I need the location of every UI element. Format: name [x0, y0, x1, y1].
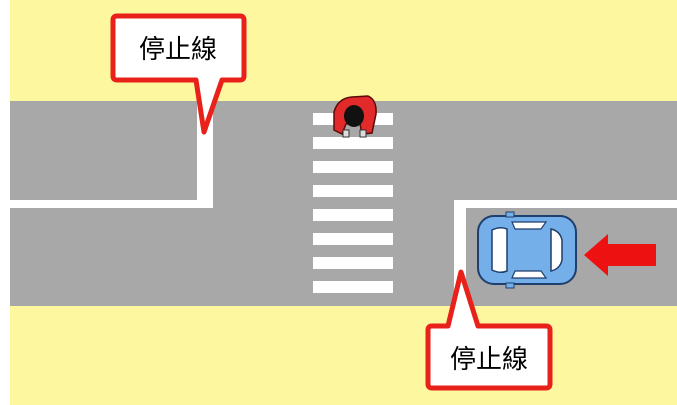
crosswalk-stripe [313, 233, 393, 245]
car-rear-window [550, 228, 563, 272]
crosswalk-stripe [313, 161, 393, 173]
arrow-left-icon [584, 234, 656, 276]
crosswalk-stripe [313, 281, 393, 293]
car-side-window-bottom [511, 270, 548, 279]
car-side-window-top [511, 221, 548, 230]
car-topdown-icon [477, 211, 577, 289]
crosswalk-stripe [313, 257, 393, 269]
sidewalk-bottom [10, 306, 677, 405]
pedestrian-topdown-icon [333, 95, 377, 138]
center-line-right [454, 200, 677, 208]
callout-top-label: 停止線 [139, 35, 217, 65]
crosswalk-stripe [313, 137, 393, 149]
callout-bottom: 停止線 [425, 269, 553, 391]
car-mirror-top [505, 211, 515, 218]
sidewalk-top [10, 0, 677, 101]
callout-bottom-label: 停止線 [450, 345, 528, 375]
pedestrian-shoe-right [359, 129, 367, 138]
callout-bottom-bubble [425, 269, 553, 391]
callout-top-bubble [110, 13, 247, 135]
pedestrian-shoe-left [342, 129, 350, 138]
callout-top: 停止線 [110, 13, 247, 135]
center-line-left [10, 200, 213, 208]
pedestrian-head [344, 105, 364, 127]
crosswalk-stripe [313, 185, 393, 197]
car-windshield [491, 226, 508, 274]
car-mirror-bottom [505, 282, 515, 289]
crosswalk-stripe [313, 209, 393, 221]
car-roof [510, 232, 548, 268]
